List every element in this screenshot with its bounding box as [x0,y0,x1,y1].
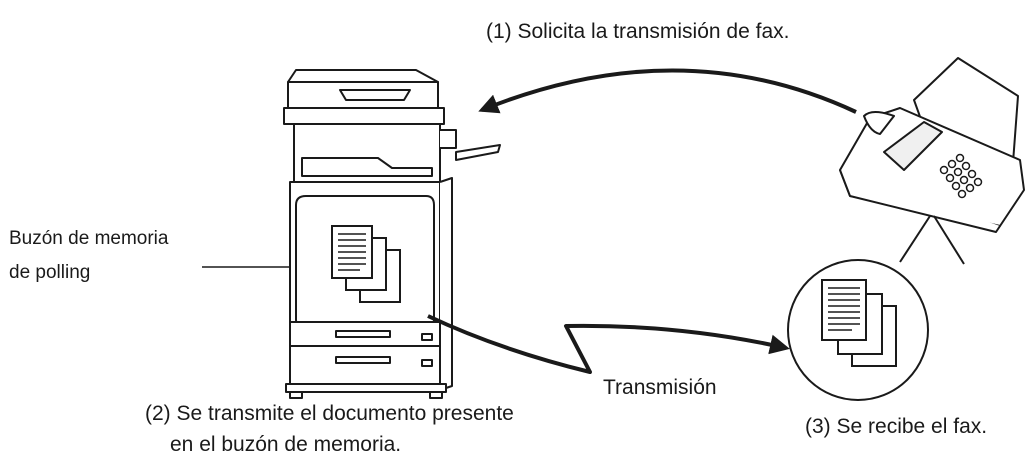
step-1-request-label: (1) Solicita la transmisión de fax. [486,20,790,43]
step-2-send-label-line2: en el buzón de memoria. [170,433,402,456]
zoom-pointer-left [899,215,931,263]
memory-box-label-line2: de polling [9,262,91,283]
zoom-pointer-right [933,215,965,265]
multifunction-printer-icon [283,69,501,399]
transmission-lightning-arrow-icon [427,314,790,374]
step-3-receive-label: (3) Se recibe el fax. [805,415,988,438]
fax-machine-icon [839,57,1025,233]
document-stack-icon [331,225,401,303]
request-curved-arrow-icon [478,68,857,114]
received-document-stack-icon [821,279,897,367]
step-2-send-label-line1: (2) Se transmite el documento presente [145,402,514,425]
transmission-label: Transmisión [603,376,717,399]
memory-box-label-line1: Buzón de memoria [9,228,169,249]
